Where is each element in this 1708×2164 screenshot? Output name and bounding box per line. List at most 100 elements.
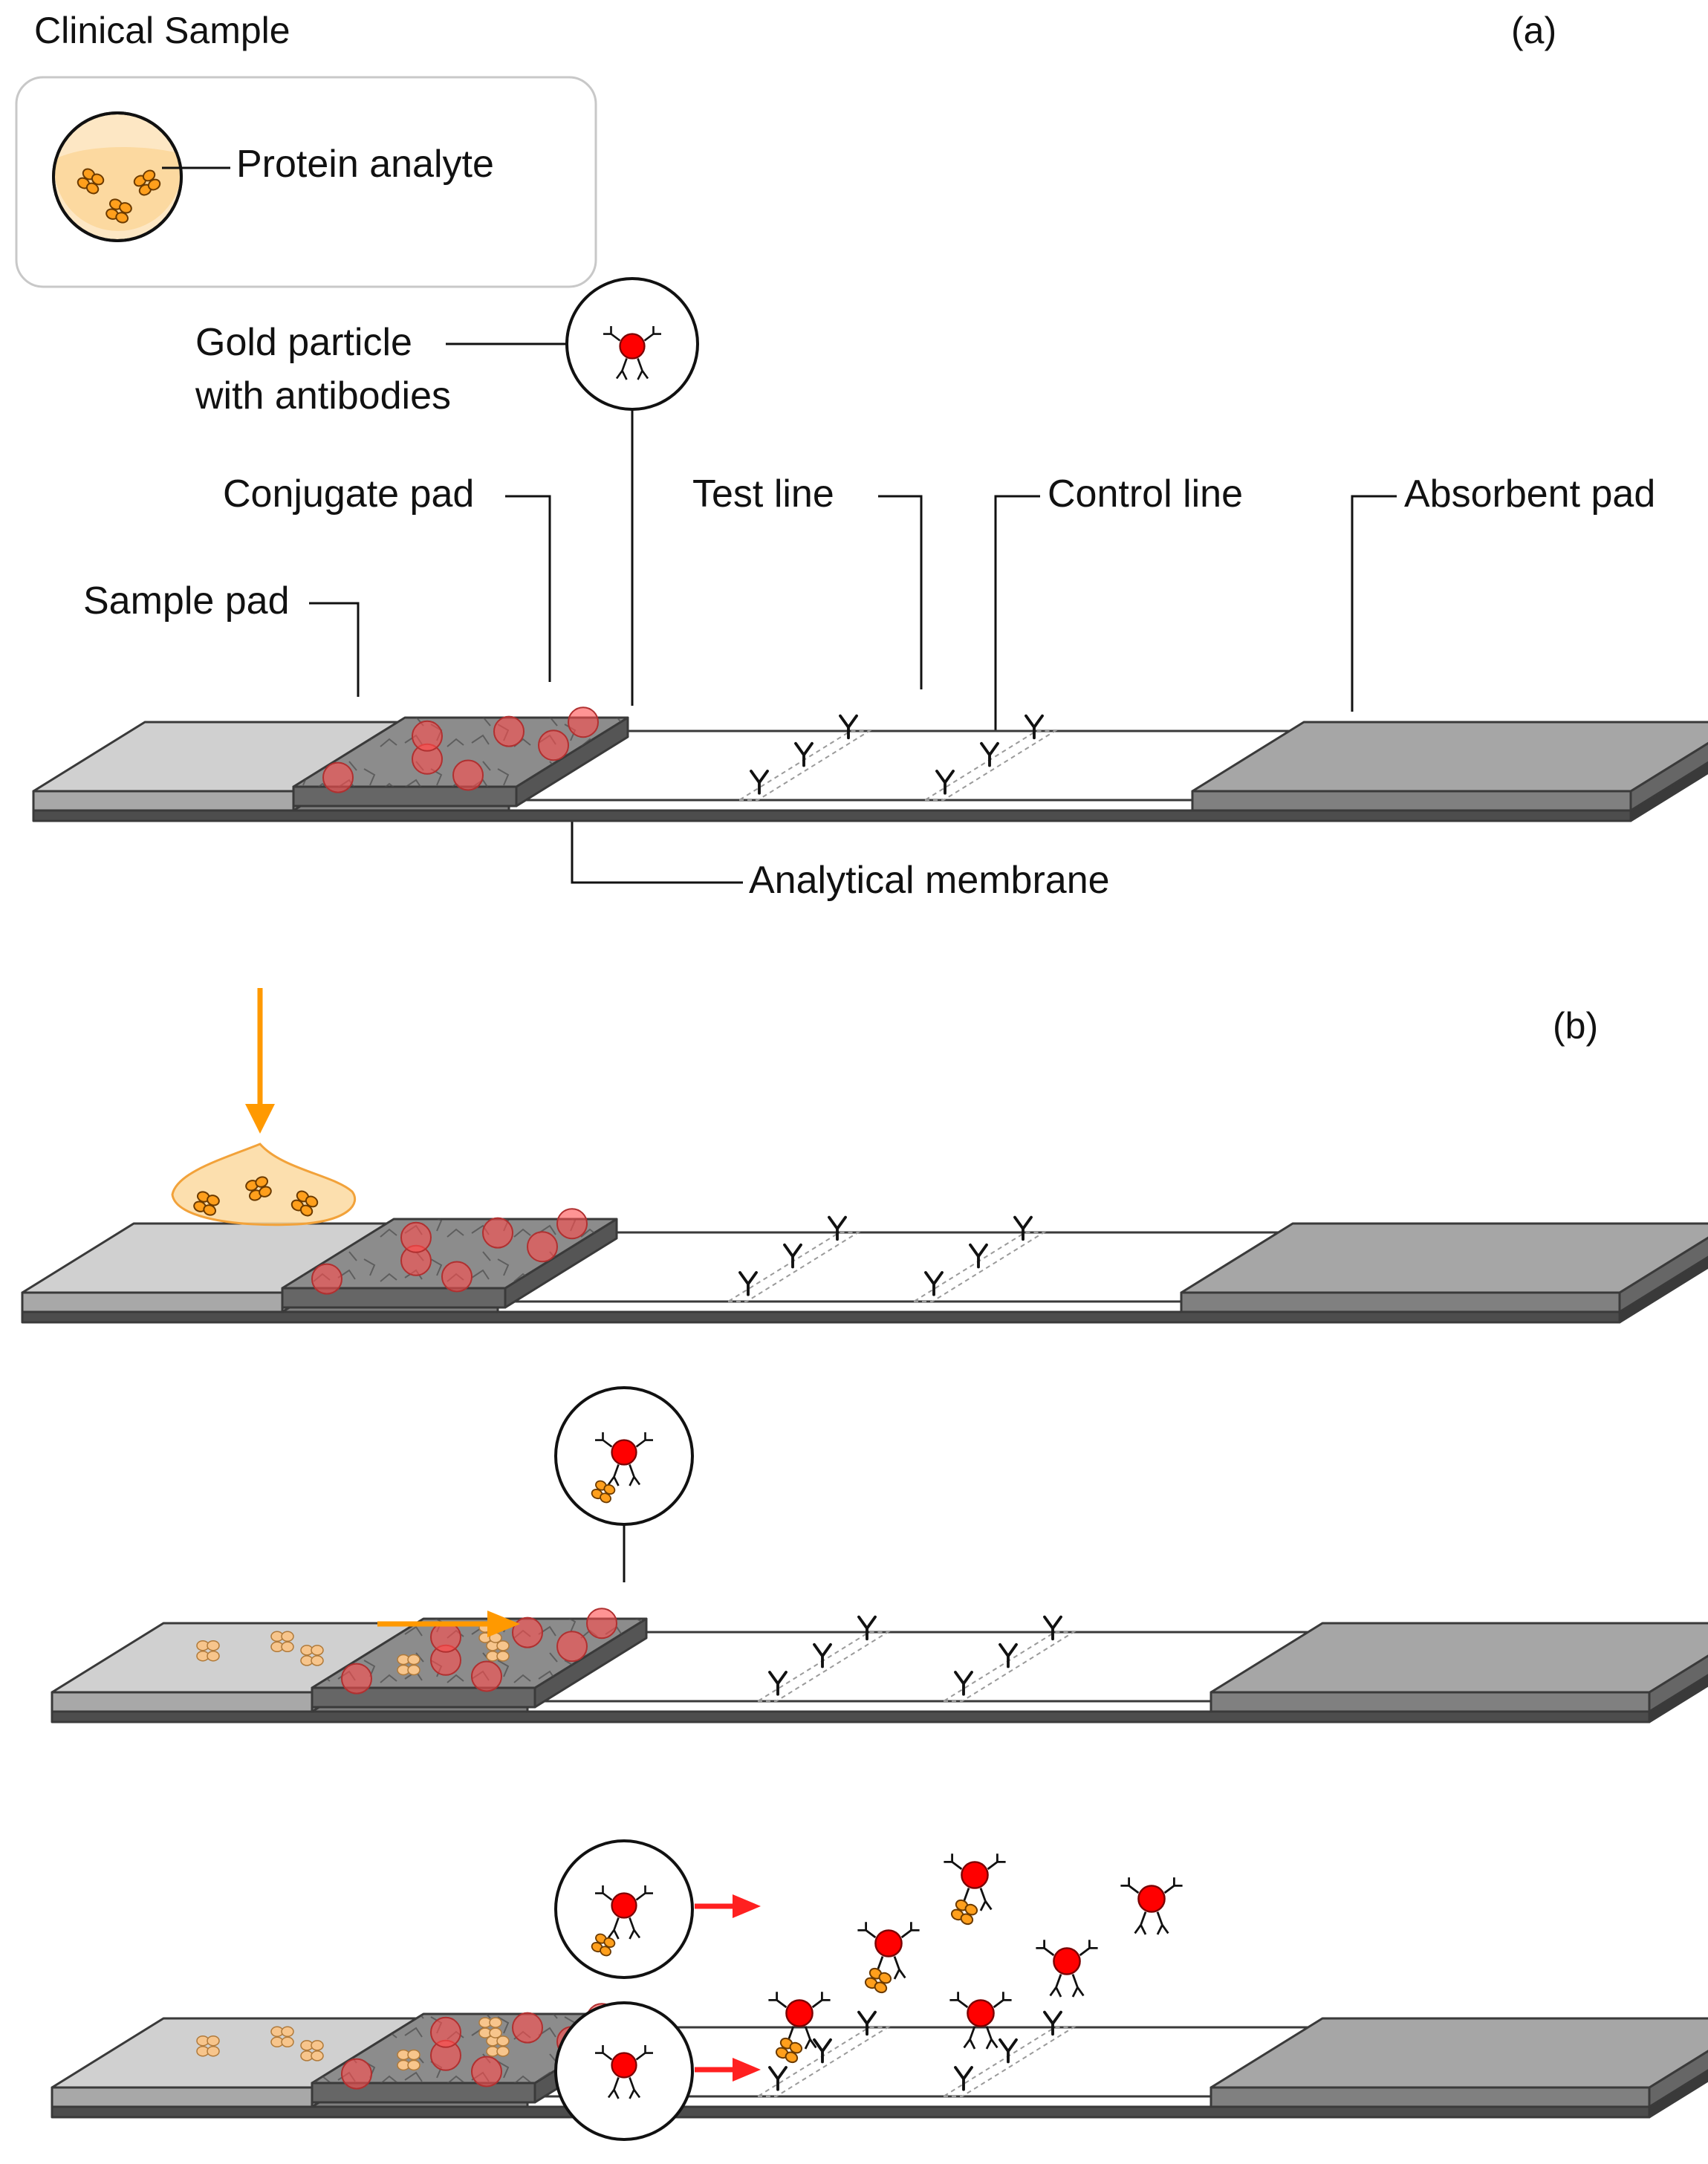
absorbent-pad-front (1209, 1691, 1651, 1713)
gold-particle (341, 1663, 372, 1695)
sample-pad-front (51, 1691, 314, 1713)
test-line-band (725, 1232, 861, 1302)
analytical-membrane-front (496, 1300, 1183, 1313)
test-strip-b2-analyte-binding (51, 1608, 1708, 1723)
absorbent-pad-label: Absorbent pad (1404, 472, 1655, 516)
test-line-band (755, 2027, 891, 2097)
gold-particle (538, 730, 569, 761)
gold-particle (430, 2016, 461, 2048)
sample-droplet (52, 111, 183, 242)
test-strip-b3-migration (51, 2003, 1708, 2119)
test-line-band (755, 1631, 891, 1702)
membrane-leader-line (571, 817, 743, 884)
backing-card-side (1648, 2069, 1708, 2119)
protein-analyte-label: Protein analyte (236, 143, 494, 186)
gold-particle (311, 1263, 342, 1295)
bound-analyte-icon (949, 1897, 980, 1927)
control-line-band (922, 730, 1058, 801)
absorbent-pad-side (1629, 741, 1708, 812)
conjugate-leader-line (505, 495, 551, 682)
migration-arrow-top (695, 1894, 761, 1918)
backing-card-side (1648, 1674, 1708, 1723)
gold-particle (341, 2058, 372, 2090)
gold-conjugate-icon (857, 1920, 920, 1981)
analytical-membrane-top (496, 1231, 1294, 1303)
absorbent-pad-front (1191, 790, 1632, 812)
gold-particle (556, 1208, 588, 1240)
backing-card-front (21, 1310, 1621, 1324)
analytical-membrane-front (507, 799, 1194, 812)
backing-card-front (32, 809, 1632, 822)
control-line-band (941, 1631, 1077, 1702)
control-line-band (911, 1232, 1047, 1302)
complex-callout-b3-bottom (554, 2001, 694, 2141)
gold-particle (512, 2012, 543, 2044)
gold-particle (412, 720, 443, 752)
test-leader-line (878, 495, 923, 689)
gold-particle-label-1: Gold particle (195, 321, 412, 364)
analytical-membrane-label: Analytical membrane (749, 859, 1110, 902)
gold-particle (452, 759, 484, 791)
absorbent-leader-line (1351, 495, 1397, 712)
gold-conjugate-icon (1120, 1876, 1183, 1936)
gold-particle (527, 1231, 558, 1263)
absorbent-pad-side (1648, 1654, 1708, 1713)
conjugate-pad-front (281, 1287, 507, 1309)
test-line-label: Test line (692, 472, 834, 516)
sample-pad-label: Sample pad (83, 579, 290, 623)
gold-particle (586, 1608, 617, 1640)
absorbent-pad-front (1209, 2086, 1651, 2108)
gold-particle (471, 2056, 502, 2087)
gold-particle (322, 761, 354, 793)
gold-particle (482, 1217, 513, 1249)
conjugate-pad-front (311, 2082, 536, 2104)
analytical-membrane-top (507, 730, 1305, 802)
complex-callout-b2 (554, 1386, 694, 1582)
backing-card-front (51, 2105, 1651, 2119)
sample-pad-front (51, 2086, 314, 2108)
control-line-label: Control line (1048, 472, 1243, 516)
sample-leader-line (309, 602, 360, 697)
gold-conjugate-icon (1035, 1938, 1099, 1998)
absorbent-pad-top (1180, 1222, 1708, 1294)
test-line-band (736, 730, 872, 801)
backing-card-side (1629, 761, 1708, 822)
absorbent-pad-side (1648, 2050, 1708, 2108)
absorbent-pad-front (1180, 1291, 1621, 1313)
absorbent-pad-side (1618, 1236, 1708, 1313)
absorbent-pad-top (1191, 721, 1708, 793)
gold-particle (568, 706, 599, 738)
gold-particle (493, 715, 525, 747)
gold-particle-label-2: with antibodies (195, 374, 451, 417)
gold-particle (430, 1621, 461, 1653)
gold-particle (512, 1616, 543, 1648)
gold-conjugate-icon (943, 1852, 1007, 1912)
analytical-membrane-front (526, 1700, 1212, 1713)
gold-particle (471, 1660, 502, 1692)
analytical-membrane-top (526, 1631, 1324, 1703)
control-line-band (941, 2027, 1077, 2097)
sample-application-arrow (245, 988, 275, 1134)
complex-callout-b3-top (554, 1839, 694, 1979)
sample-drop (171, 1143, 357, 1226)
sample-pad-front (21, 1291, 284, 1313)
backing-card-front (51, 1710, 1651, 1723)
conjugate-pad-label: Conjugate pad (223, 472, 474, 516)
migration-arrow-bottom (695, 2058, 761, 2082)
absorbent-pad-top (1209, 2017, 1708, 2089)
bound-analyte-icon (863, 1966, 894, 1995)
conjugate-pad-front (311, 1686, 536, 1709)
gold-particle (400, 1221, 432, 1253)
backing-card-side (1618, 1255, 1708, 1324)
gold-particle (441, 1261, 473, 1293)
sample-pad-front (32, 790, 295, 812)
panel-a-label: (a) (1511, 10, 1556, 51)
gold-particle (556, 1631, 588, 1663)
test-strip-a (32, 706, 1708, 822)
absorbent-pad-top (1209, 1622, 1708, 1694)
panel-b-label: (b) (1553, 1005, 1598, 1047)
control-leader-line (994, 495, 1040, 758)
flow-arrow-b2 (377, 1611, 520, 1637)
conjugate-pad-front (292, 785, 518, 808)
